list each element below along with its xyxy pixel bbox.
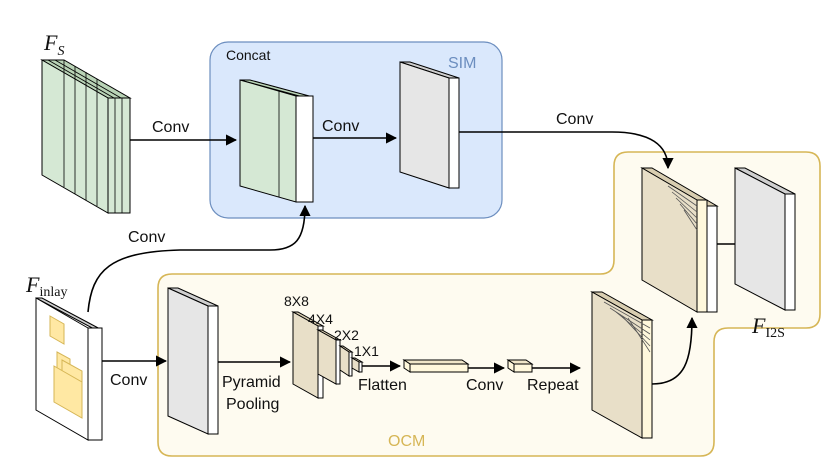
finlay-symbol: Finlay [25,272,67,300]
fs-symbol: FS [43,30,64,59]
pool-1x1-label: 1X1 [354,343,379,359]
repeated-feature-block [590,291,654,439]
pool-4x4-block [316,329,342,385]
conv-top-right-label: Conv [556,111,593,128]
conv-ocm-label: Conv [466,377,503,394]
pool-2x2-label: 2X2 [334,327,359,343]
fi2s-output-block [734,167,796,311]
arrow-repeat-to-fusion [651,316,698,385]
sim-label: SIM [448,55,476,72]
flatten-vector [402,359,470,373]
conv-inlay-right-label: Conv [110,372,147,389]
conv-fs-label: Conv [152,119,189,136]
pool-1x1-block [350,357,364,373]
concat-label: Concat [226,47,270,63]
arrow-finlay-to-concat [87,204,311,313]
fi2s-symbol: FI2S [751,313,785,341]
conv-inlay-up-label: Conv [128,229,165,246]
pool-2x2-block [338,345,354,377]
flatten-label: Flatten [358,377,407,394]
pool-8x8-label: 8X8 [284,293,309,309]
ocm-label: OCM [388,433,425,450]
inlay-patch-4 [53,365,83,419]
conv-sim-label: Conv [322,118,359,135]
arrow-sim-to-fusion [459,131,674,170]
repeat-label: Repeat [527,377,579,394]
finlay-image-block [35,297,103,441]
ocm-feature-block [167,287,219,435]
conv-vector [506,359,534,373]
sim-output-block [399,61,460,189]
pool-4x4-label: 4X4 [308,311,333,327]
fs-feature-stack [40,59,132,214]
inlay-patch-1 [49,315,65,345]
pooling-label: Pooling [226,396,279,413]
concat-block [239,79,314,203]
pyramid-label: Pyramid [222,374,281,391]
fused-feature-block [640,167,719,313]
